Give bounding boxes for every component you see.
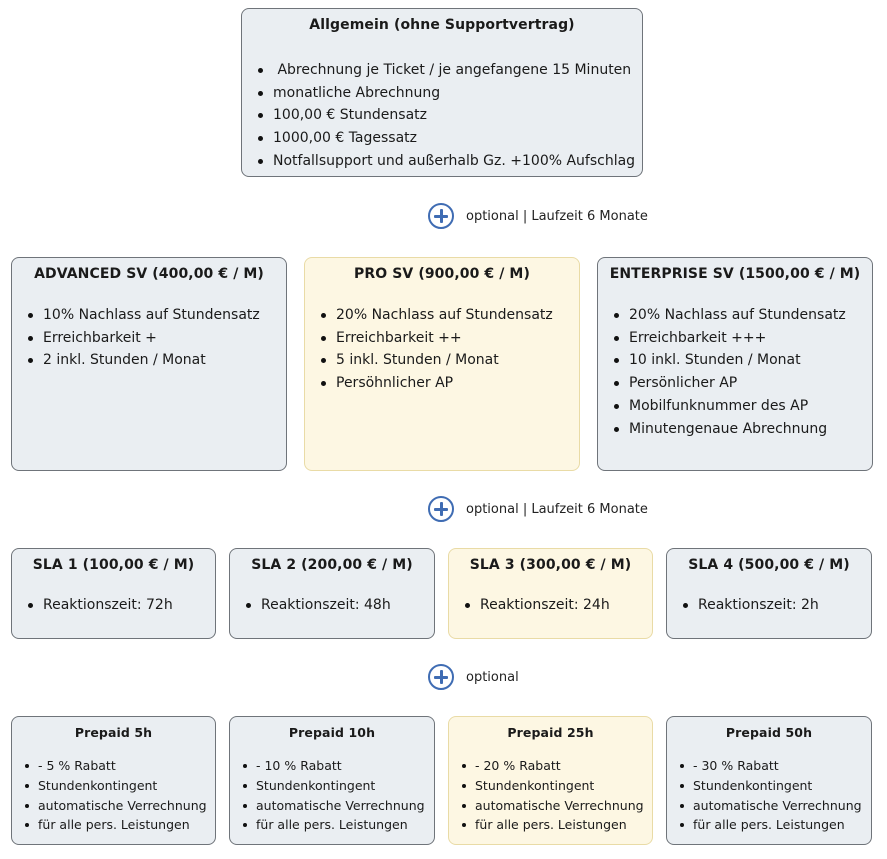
list-item: Reaktionszeit: 48h	[244, 594, 434, 617]
prepaid-10h-list: - 10 % Rabatt Stundenkontingent automati…	[242, 756, 434, 835]
list-item: Reaktionszeit: 2h	[681, 594, 871, 617]
list-item: Minutengenaue Abrechnung	[612, 418, 872, 441]
list-item: 5 inkl. Stunden / Monat	[319, 349, 579, 372]
list-item: Mobilfunknummer des AP	[612, 395, 872, 418]
prepaid-50h-list: - 30 % Rabatt Stundenkontingent automati…	[679, 756, 871, 835]
advanced-sv-box: ADVANCED SV (400,00 € / M) 10% Nachlass …	[11, 257, 287, 471]
plus-icon	[428, 203, 454, 229]
list-item: 100,00 € Stundensatz	[256, 104, 642, 127]
sla-1-title: SLA 1 (100,00 € / M)	[32, 557, 195, 573]
sla-4-box: SLA 4 (500,00 € / M) Reaktionszeit: 2h	[666, 548, 872, 639]
list-item: für alle pers. Leistungen	[461, 815, 652, 835]
prepaid-10h-box: Prepaid 10h - 10 % Rabatt Stundenkonting…	[229, 716, 435, 845]
list-item: für alle pers. Leistungen	[242, 815, 434, 835]
pro-sv-list: 20% Nachlass auf Stundensatz Erreichbark…	[319, 304, 579, 395]
list-item: Abrechnung je Ticket / je angefangene 15…	[256, 59, 642, 82]
connector-label: optional	[466, 669, 519, 685]
prepaid-50h-box: Prepaid 50h - 30 % Rabatt Stundenkonting…	[666, 716, 872, 845]
prepaid-5h-list: - 5 % Rabatt Stundenkontingent automatis…	[24, 756, 215, 835]
list-item: 10 inkl. Stunden / Monat	[612, 349, 872, 372]
list-item: 1000,00 € Tagessatz	[256, 127, 642, 150]
list-item: Erreichbarkeit +++	[612, 327, 872, 350]
list-item: Erreichbarkeit ++	[319, 327, 579, 350]
list-item: - 5 % Rabatt	[24, 756, 215, 776]
connector-optional-2: optional | Laufzeit 6 Monate	[428, 496, 648, 522]
list-item: automatische Verrechnung	[461, 796, 652, 816]
list-item: Reaktionszeit: 72h	[26, 594, 215, 617]
list-item: Stundenkontingent	[24, 776, 215, 796]
prepaid-25h-box: Prepaid 25h - 20 % Rabatt Stundenkonting…	[448, 716, 653, 845]
list-item: Reaktionszeit: 24h	[463, 594, 652, 617]
list-item: Erreichbarkeit +	[26, 327, 286, 350]
list-item: Stundenkontingent	[679, 776, 871, 796]
pro-sv-title: PRO SV (900,00 € / M)	[354, 266, 530, 282]
list-item: 20% Nachlass auf Stundensatz	[319, 304, 579, 327]
connector-optional-3: optional	[428, 664, 519, 690]
list-item: 10% Nachlass auf Stundensatz	[26, 304, 286, 327]
sla-1-box: SLA 1 (100,00 € / M) Reaktionszeit: 72h	[11, 548, 216, 639]
prepaid-25h-list: - 20 % Rabatt Stundenkontingent automati…	[461, 756, 652, 835]
list-item: Persöhnlicher AP	[319, 372, 579, 395]
list-item: - 30 % Rabatt	[679, 756, 871, 776]
sla-3-title: SLA 3 (300,00 € / M)	[469, 557, 632, 573]
list-item: automatische Verrechnung	[242, 796, 434, 816]
general-box: Allgemein (ohne Supportvertrag) Abrechnu…	[241, 8, 643, 177]
general-title: Allgemein (ohne Supportvertrag)	[309, 17, 575, 33]
sla-3-list: Reaktionszeit: 24h	[463, 594, 652, 617]
list-item: automatische Verrechnung	[24, 796, 215, 816]
connector-label: optional | Laufzeit 6 Monate	[466, 501, 648, 517]
general-list: Abrechnung je Ticket / je angefangene 15…	[256, 59, 642, 173]
enterprise-sv-title: ENTERPRISE SV (1500,00 € / M)	[609, 266, 861, 282]
list-item: 2 inkl. Stunden / Monat	[26, 349, 286, 372]
prepaid-5h-title: Prepaid 5h	[74, 725, 153, 740]
connector-optional-1: optional | Laufzeit 6 Monate	[428, 203, 648, 229]
sla-2-title: SLA 2 (200,00 € / M)	[251, 557, 413, 573]
prepaid-25h-title: Prepaid 25h	[507, 725, 594, 740]
advanced-sv-list: 10% Nachlass auf Stundensatz Erreichbark…	[26, 304, 286, 372]
list-item: Stundenkontingent	[461, 776, 652, 796]
pro-sv-box: PRO SV (900,00 € / M) 20% Nachlass auf S…	[304, 257, 580, 471]
list-item: Persönlicher AP	[612, 372, 872, 395]
list-item: automatische Verrechnung	[679, 796, 871, 816]
list-item: monatliche Abrechnung	[256, 82, 642, 105]
enterprise-sv-list: 20% Nachlass auf Stundensatz Erreichbark…	[612, 304, 872, 440]
list-item: - 10 % Rabatt	[242, 756, 434, 776]
sla-2-box: SLA 2 (200,00 € / M) Reaktionszeit: 48h	[229, 548, 435, 639]
enterprise-sv-box: ENTERPRISE SV (1500,00 € / M) 20% Nachla…	[597, 257, 873, 471]
sla-3-box: SLA 3 (300,00 € / M) Reaktionszeit: 24h	[448, 548, 653, 639]
sla-2-list: Reaktionszeit: 48h	[244, 594, 434, 617]
list-item: für alle pers. Leistungen	[679, 815, 871, 835]
prepaid-5h-box: Prepaid 5h - 5 % Rabatt Stundenkontingen…	[11, 716, 216, 845]
advanced-sv-title: ADVANCED SV (400,00 € / M)	[34, 266, 264, 282]
list-item: - 20 % Rabatt	[461, 756, 652, 776]
sla-1-list: Reaktionszeit: 72h	[26, 594, 215, 617]
plus-icon	[428, 496, 454, 522]
connector-label: optional | Laufzeit 6 Monate	[466, 208, 648, 224]
prepaid-10h-title: Prepaid 10h	[288, 725, 376, 740]
prepaid-50h-title: Prepaid 50h	[725, 725, 813, 740]
list-item: für alle pers. Leistungen	[24, 815, 215, 835]
plus-icon	[428, 664, 454, 690]
sla-4-title: SLA 4 (500,00 € / M)	[688, 557, 850, 573]
list-item: Notfallsupport und außerhalb Gz. +100% A…	[256, 150, 642, 173]
sla-4-list: Reaktionszeit: 2h	[681, 594, 871, 617]
list-item: 20% Nachlass auf Stundensatz	[612, 304, 872, 327]
list-item: Stundenkontingent	[242, 776, 434, 796]
